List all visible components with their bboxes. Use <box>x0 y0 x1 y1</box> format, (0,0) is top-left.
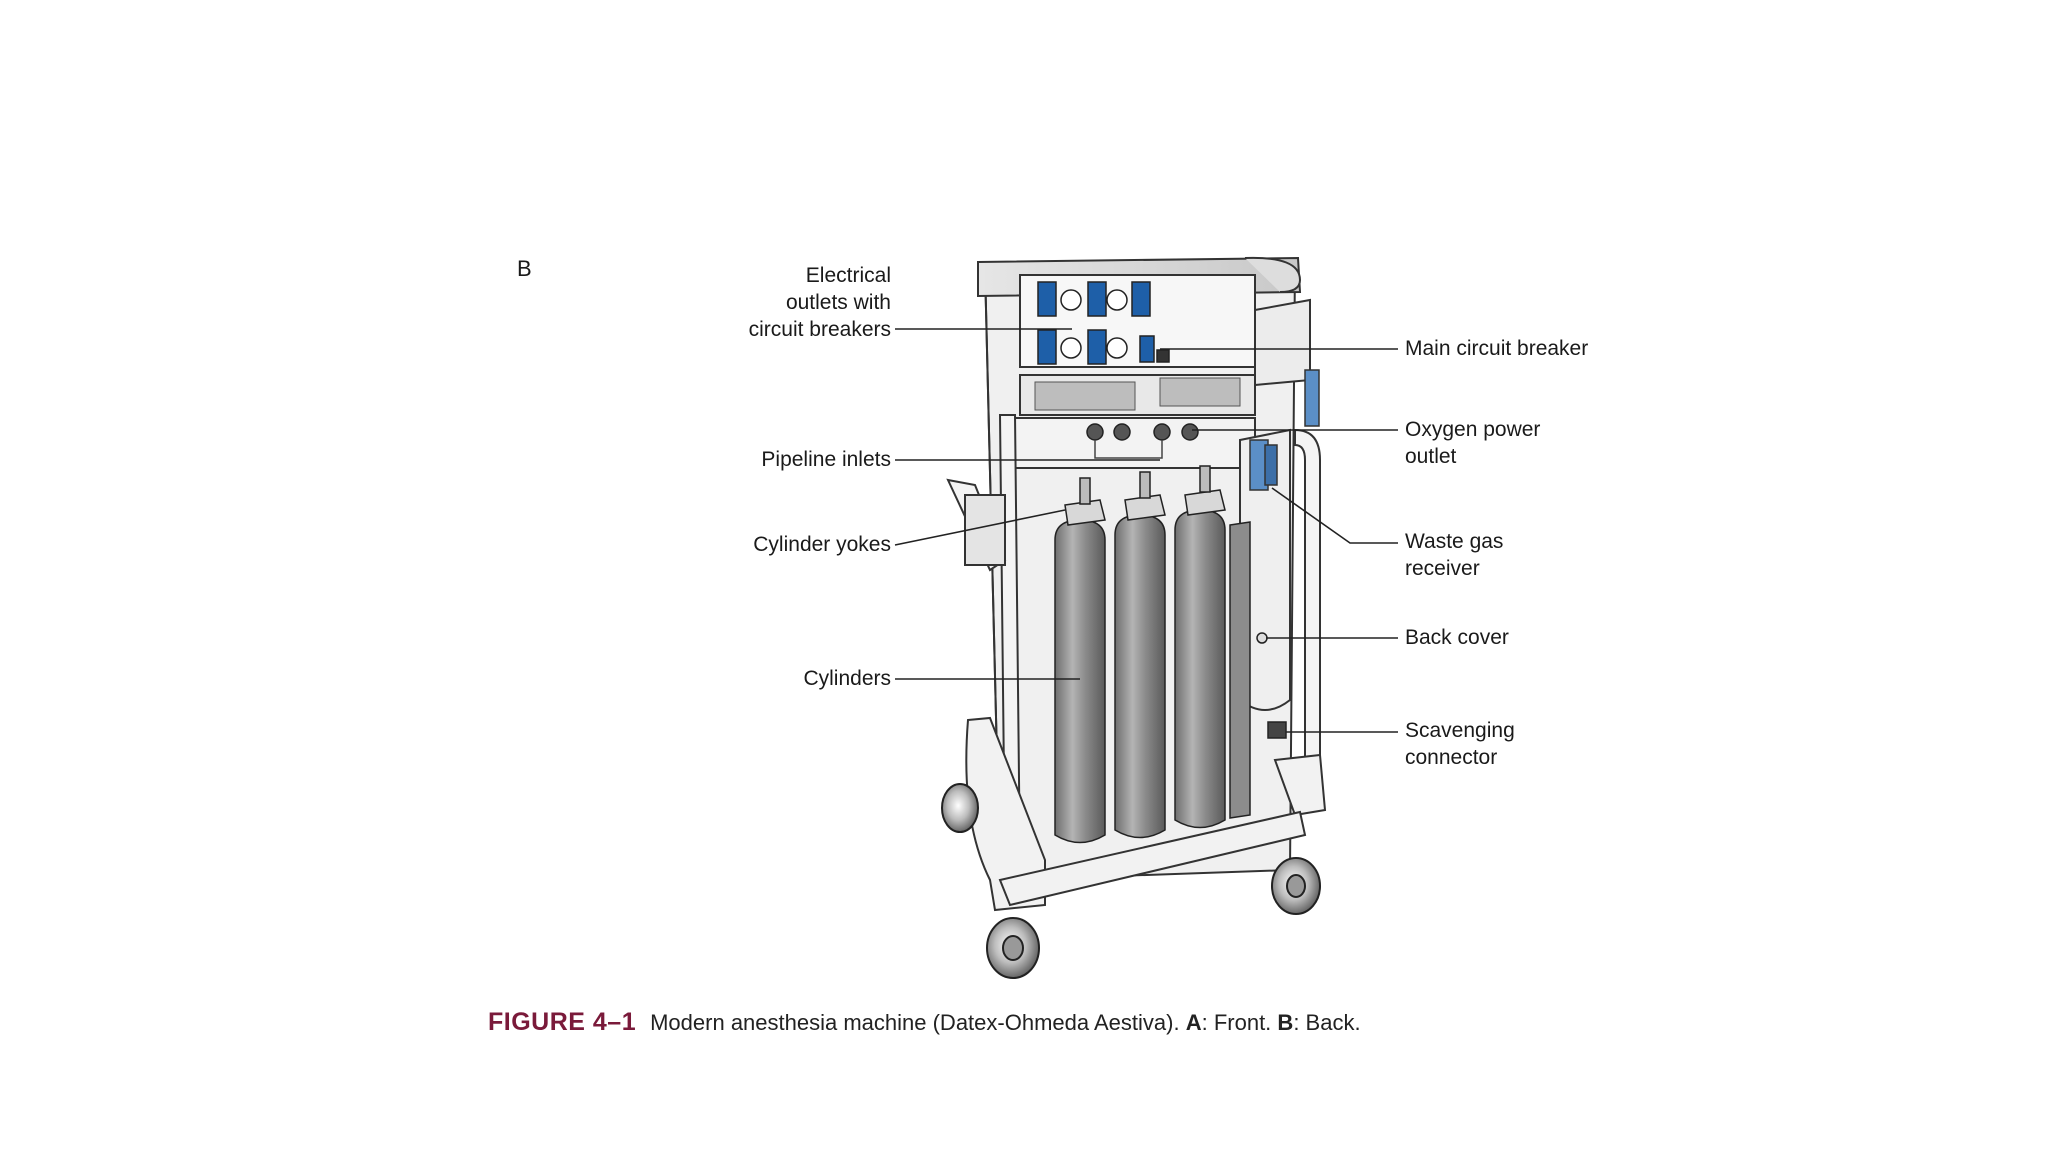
waste-gas-receiver-column <box>1249 369 1320 491</box>
label-pipeline-inlets: Pipeline inlets <box>761 448 891 471</box>
vent-grille <box>1034 377 1241 411</box>
panel-letter: B <box>517 256 532 281</box>
label-scavenging-connector: Scavenging connector <box>1405 719 1515 769</box>
cart-base <box>965 716 1327 912</box>
label-oxygen-power-outlet: Oxygen power outlet <box>1405 418 1541 468</box>
label-back-cover: Back cover <box>1405 626 1509 649</box>
label-cylinders: Cylinders <box>803 667 891 690</box>
cylinder-yokes <box>1064 465 1226 526</box>
caption-a-text: : Front. <box>1201 1010 1272 1035</box>
pipeline-inlet-fittings <box>1086 423 1199 459</box>
caption-b-text: : Back. <box>1293 1010 1361 1035</box>
label-waste-gas-receiver: Waste gas receiver <box>1405 530 1504 580</box>
gas-cylinders <box>1054 509 1251 844</box>
leader-waste-gas-receiver <box>1271 487 1398 544</box>
label-main-circuit-breaker: Main circuit breaker <box>1405 337 1589 360</box>
caption-b-key: B <box>1277 1010 1294 1035</box>
electrical-outlets <box>1037 281 1170 365</box>
label-electrical-outlets: Electrical outlets with circuit breakers <box>748 264 891 341</box>
casters <box>941 783 1321 979</box>
caption-a-key: A <box>1185 1010 1202 1035</box>
caption-text: Modern anesthesia machine (Datex-Ohmeda … <box>650 1010 1180 1035</box>
figure-number: FIGURE 4–1 <box>488 1008 637 1036</box>
leader-lines <box>894 328 1398 733</box>
figure-caption: FIGURE 4–1 Modern anesthesia machine (Dat… <box>488 1008 1361 1037</box>
leader-cylinder-yokes <box>894 509 1066 546</box>
label-cylinder-yokes: Cylinder yokes <box>753 533 891 556</box>
scavenging-connector <box>1256 632 1287 739</box>
